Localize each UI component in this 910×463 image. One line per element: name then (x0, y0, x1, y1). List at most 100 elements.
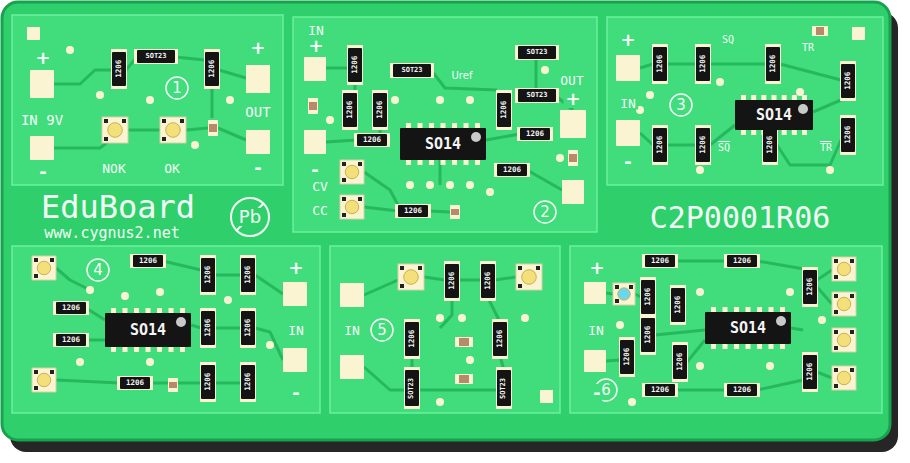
smd-component: 1206 (671, 288, 685, 322)
led (102, 117, 128, 143)
ic-chip: SO14 (400, 128, 486, 160)
copper-trace (419, 389, 497, 392)
via (76, 358, 84, 366)
copper-trace (215, 382, 241, 385)
part-pad (204, 49, 220, 89)
part-marking: 1206 (204, 373, 212, 391)
smd-component: 1206 (727, 255, 757, 267)
part-marking: 1206 (651, 386, 669, 394)
chip-marking: SO14 (130, 323, 166, 338)
solder-pad (246, 65, 270, 93)
via (541, 66, 549, 74)
copper-trace (431, 70, 497, 90)
copper-trace (424, 277, 445, 280)
copper-trace (667, 144, 696, 147)
solder-pad (584, 350, 606, 372)
via (121, 292, 129, 300)
part-pad (517, 127, 553, 141)
solder-pad (304, 130, 326, 154)
part-pad (372, 90, 388, 130)
silkscreen-label: + (306, 37, 325, 55)
silkscreen-label: IN 9V (19, 113, 65, 127)
part-pad (802, 267, 818, 307)
small-part-pad (450, 205, 460, 219)
small-part-pad (208, 120, 218, 136)
silkscreen-label: - (252, 159, 263, 177)
copper-trace (606, 360, 620, 361)
small-resistor (169, 382, 177, 388)
copper-traces (54, 57, 841, 390)
part-marking: 1206 (351, 56, 359, 74)
copper-trace (527, 170, 562, 190)
part-pad (480, 261, 496, 301)
smd-component: 1206 (348, 48, 362, 82)
via (226, 96, 234, 104)
copper-trace (459, 279, 481, 282)
part-pad (395, 204, 431, 218)
callout-circle (670, 94, 692, 116)
pin1-dot (798, 104, 808, 114)
via (146, 358, 154, 366)
solder-pad (246, 130, 270, 154)
via (146, 96, 154, 104)
copper-trace (757, 380, 803, 390)
silkscreen-label: + (286, 259, 305, 277)
module-panels (12, 15, 883, 413)
part-marking: 1206 (376, 101, 384, 119)
led (832, 292, 856, 316)
module-panel (607, 17, 883, 185)
part-pad (642, 383, 678, 397)
small-part-pad (168, 378, 178, 392)
silkscreen-label: + (33, 49, 52, 67)
solder-pad (27, 27, 40, 40)
smd-component: 1206 (205, 52, 219, 86)
part-pad (640, 277, 656, 317)
small-part-pad (455, 374, 473, 384)
led (832, 257, 856, 281)
copper-trace (791, 328, 803, 330)
via (616, 321, 624, 329)
ic-chip: SO14 (105, 313, 191, 347)
solder-pad (304, 57, 326, 81)
via (426, 181, 434, 189)
silkscreen-label: IN (618, 97, 638, 110)
smd-component: 1206 (357, 134, 387, 146)
part-pad (347, 45, 363, 85)
copper-trace (326, 140, 357, 142)
solder-pad (340, 355, 364, 379)
solder-pad (30, 70, 54, 98)
part-pad (670, 285, 686, 325)
part-marking: 1206 (208, 60, 216, 78)
smd-component: 1206 (841, 64, 855, 98)
led (832, 328, 856, 352)
smd-component: SOT23 (405, 370, 419, 406)
smd-component: 1206 (520, 128, 550, 140)
copper-trace (219, 70, 246, 78)
callout-circle (166, 77, 188, 99)
part-pad (640, 315, 656, 355)
small-resistor (459, 375, 469, 383)
via (436, 398, 444, 406)
part-marking: 1206 (733, 386, 751, 394)
copper-trace (326, 67, 348, 70)
via (716, 78, 724, 86)
smd-component: 1206 (641, 280, 655, 314)
lead-free-circle (231, 198, 269, 236)
small-resistor (451, 209, 459, 215)
module-panel (12, 15, 283, 185)
part-pad (240, 308, 256, 348)
copper-trace (255, 275, 283, 294)
part-marking: 1206 (363, 136, 381, 144)
part-pad (200, 362, 216, 402)
part-marking: 1206 (503, 166, 521, 174)
smd-component: 1206 (645, 384, 675, 396)
module-panel (12, 246, 320, 413)
led (340, 160, 364, 184)
smd-component: 1206 (645, 255, 675, 267)
copper-trace (777, 140, 841, 165)
via (466, 96, 474, 104)
part-marking: 1206 (244, 319, 252, 337)
part-marking: 1206 (448, 272, 456, 290)
smd-component: 1206 (241, 258, 255, 292)
part-pad (652, 125, 668, 165)
